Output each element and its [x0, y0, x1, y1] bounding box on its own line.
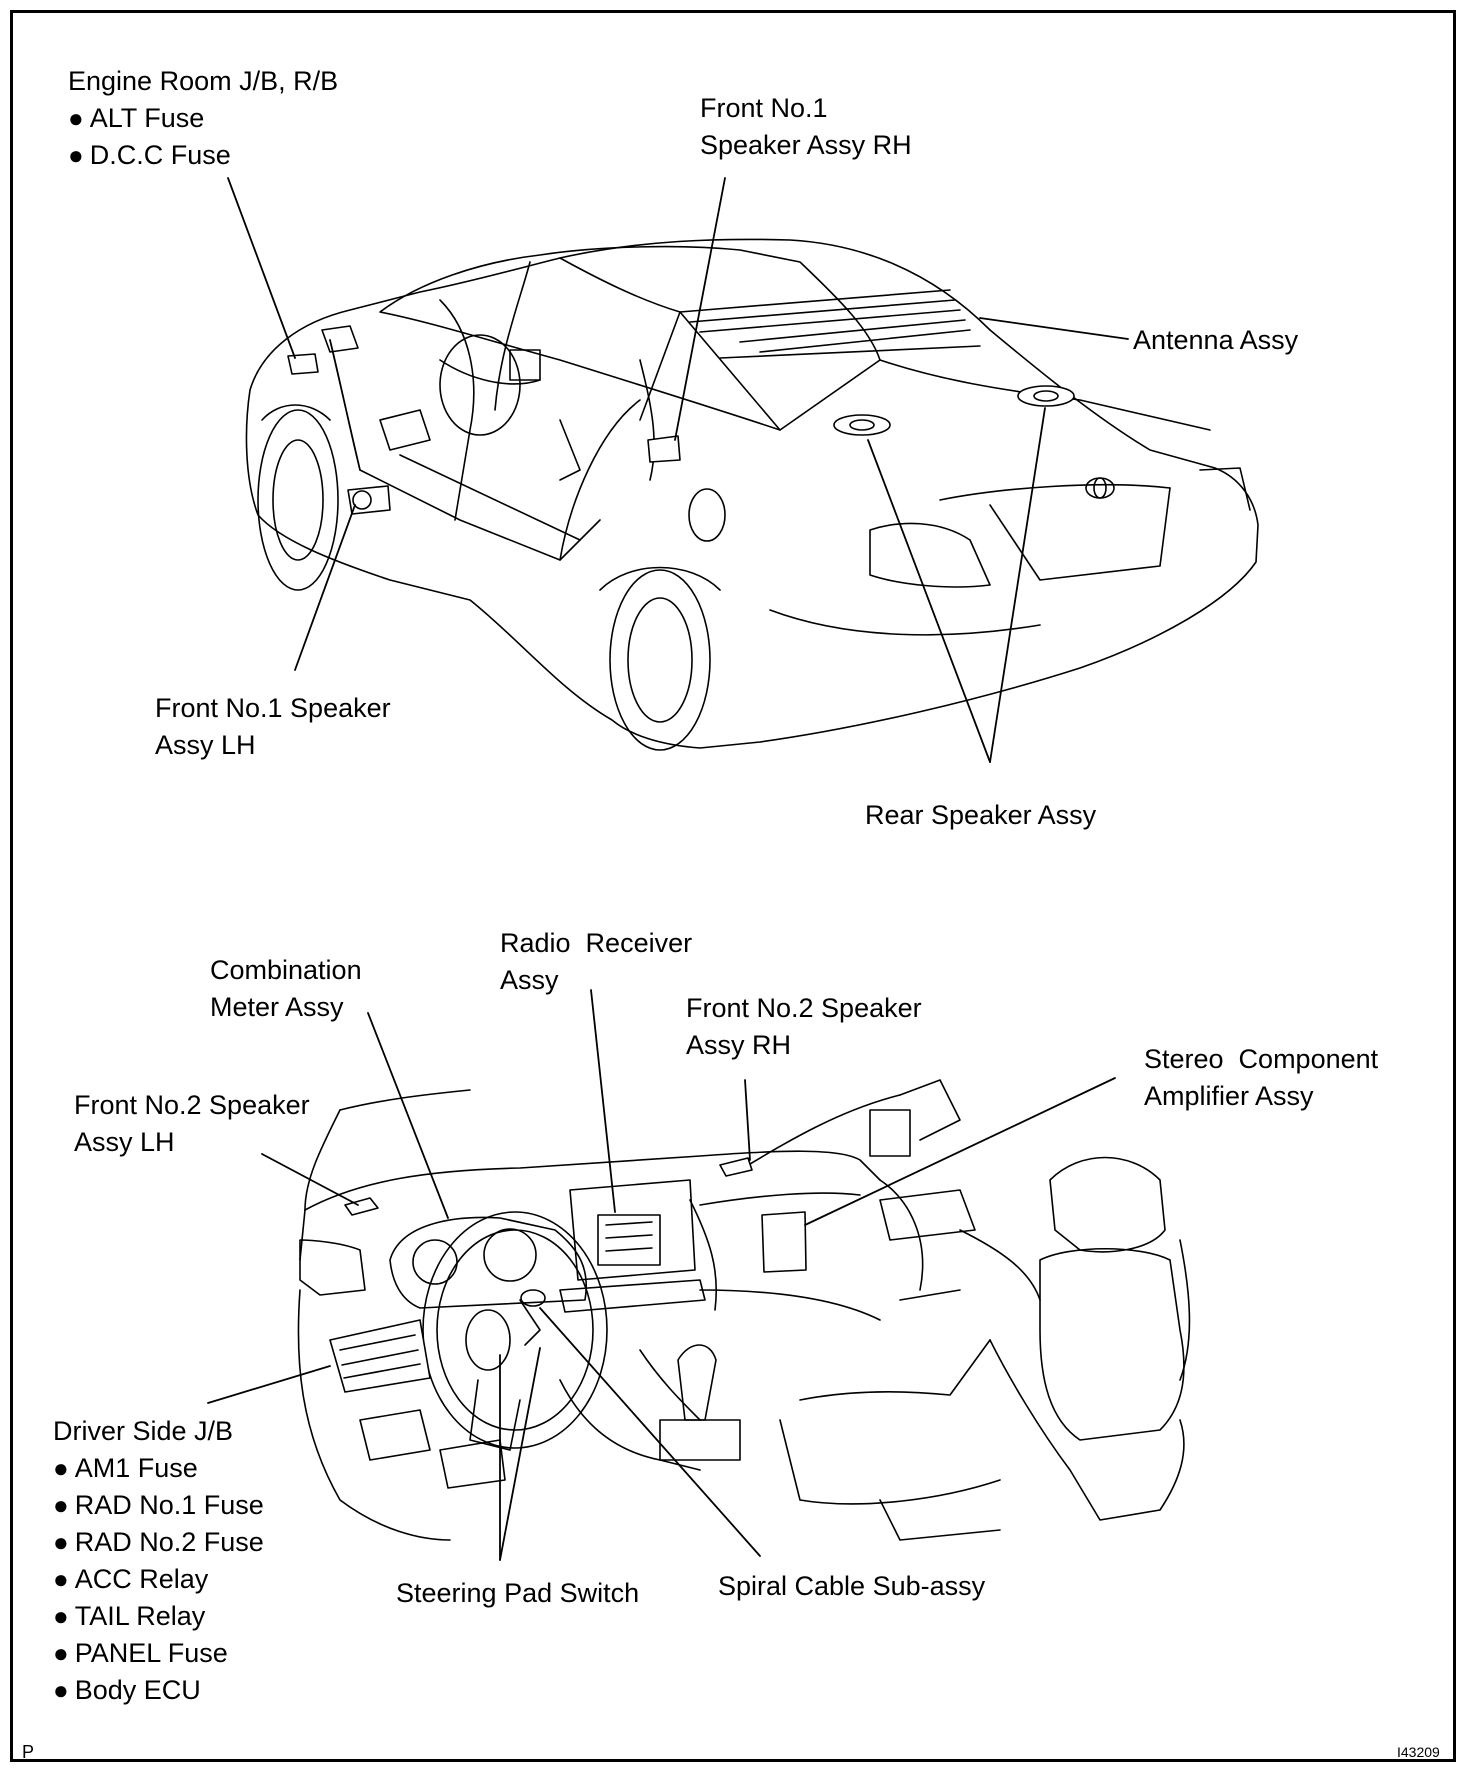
front-no1-speaker-lh-label: Front No.1 Speaker Assy LH — [155, 690, 391, 764]
diagram-frame — [10, 10, 1456, 1762]
bottom-leader-lines — [207, 989, 1116, 1561]
rad-no2-fuse-item: RAD No.2 Fuse — [53, 1524, 264, 1561]
combination-meter-line1: Combination — [210, 955, 362, 985]
radio-receiver-line1: Radio Receiver — [500, 928, 693, 958]
footer-left-mark: P — [22, 1742, 35, 1762]
front-no1-lh-line2: Assy LH — [155, 730, 256, 760]
front-no2-lh-line2: Assy LH — [74, 1127, 175, 1157]
front-no2-rh-line2: Assy RH — [686, 1030, 792, 1060]
acc-relay-item: ACC Relay — [53, 1561, 264, 1598]
front-no1-rh-line2: Speaker Assy RH — [700, 130, 912, 160]
combination-meter-line2: Meter Assy — [210, 992, 344, 1022]
body-ecu-item: Body ECU — [53, 1672, 264, 1709]
front-no2-lh-line1: Front No.2 Speaker — [74, 1090, 310, 1120]
tail-relay-item: TAIL Relay — [53, 1598, 264, 1635]
front-no1-lh-line1: Front No.1 Speaker — [155, 693, 391, 723]
panel-fuse-item: PANEL Fuse — [53, 1635, 264, 1672]
stereo-component-amplifier-label: Stereo Component Amplifier Assy — [1144, 1041, 1378, 1115]
front-no1-rh-line1: Front No.1 — [700, 93, 828, 123]
radio-receiver-line2: Assy — [500, 965, 559, 995]
antenna-assy-label: Antenna Assy — [1133, 325, 1299, 355]
rad-no1-fuse-item: RAD No.1 Fuse — [53, 1487, 264, 1524]
driver-side-jb-label: Driver Side J/B AM1 Fuse RAD No.1 Fuse R… — [53, 1413, 264, 1709]
stereo-amp-line2: Amplifier Assy — [1144, 1081, 1314, 1111]
dashboard-illustration — [297, 1079, 1191, 1541]
front-no2-speaker-rh-label: Front No.2 Speaker Assy RH — [686, 990, 922, 1064]
figure-id: I43209 — [1397, 1744, 1440, 1760]
front-no1-speaker-rh-label: Front No.1 Speaker Assy RH — [700, 90, 912, 164]
steering-pad-switch-label: Steering Pad Switch — [396, 1578, 640, 1608]
radio-receiver-assy-label: Radio Receiver Assy — [500, 925, 692, 999]
spiral-cable-label: Spiral Cable Sub-assy — [718, 1571, 986, 1601]
driver-side-jb-title: Driver Side J/B — [53, 1416, 234, 1446]
engine-room-jb-title: Engine Room J/B, R/B — [68, 66, 339, 96]
stereo-amp-line1: Stereo Component — [1144, 1044, 1379, 1074]
front-no2-rh-line1: Front No.2 Speaker — [686, 993, 922, 1023]
rear-speaker-assy-label: Rear Speaker Assy — [865, 800, 1097, 830]
car-illustration — [245, 238, 1259, 751]
am1-fuse-item: AM1 Fuse — [53, 1450, 264, 1487]
engine-room-jb-label: Engine Room J/B, R/B ALT Fuse D.C.C Fuse — [68, 63, 338, 174]
front-no2-speaker-lh-label: Front No.2 Speaker Assy LH — [74, 1087, 310, 1161]
top-leader-lines — [227, 177, 1129, 763]
dcc-fuse-item: D.C.C Fuse — [68, 137, 338, 174]
combination-meter-assy-label: Combination Meter Assy — [210, 952, 362, 1026]
alt-fuse-item: ALT Fuse — [68, 100, 338, 137]
